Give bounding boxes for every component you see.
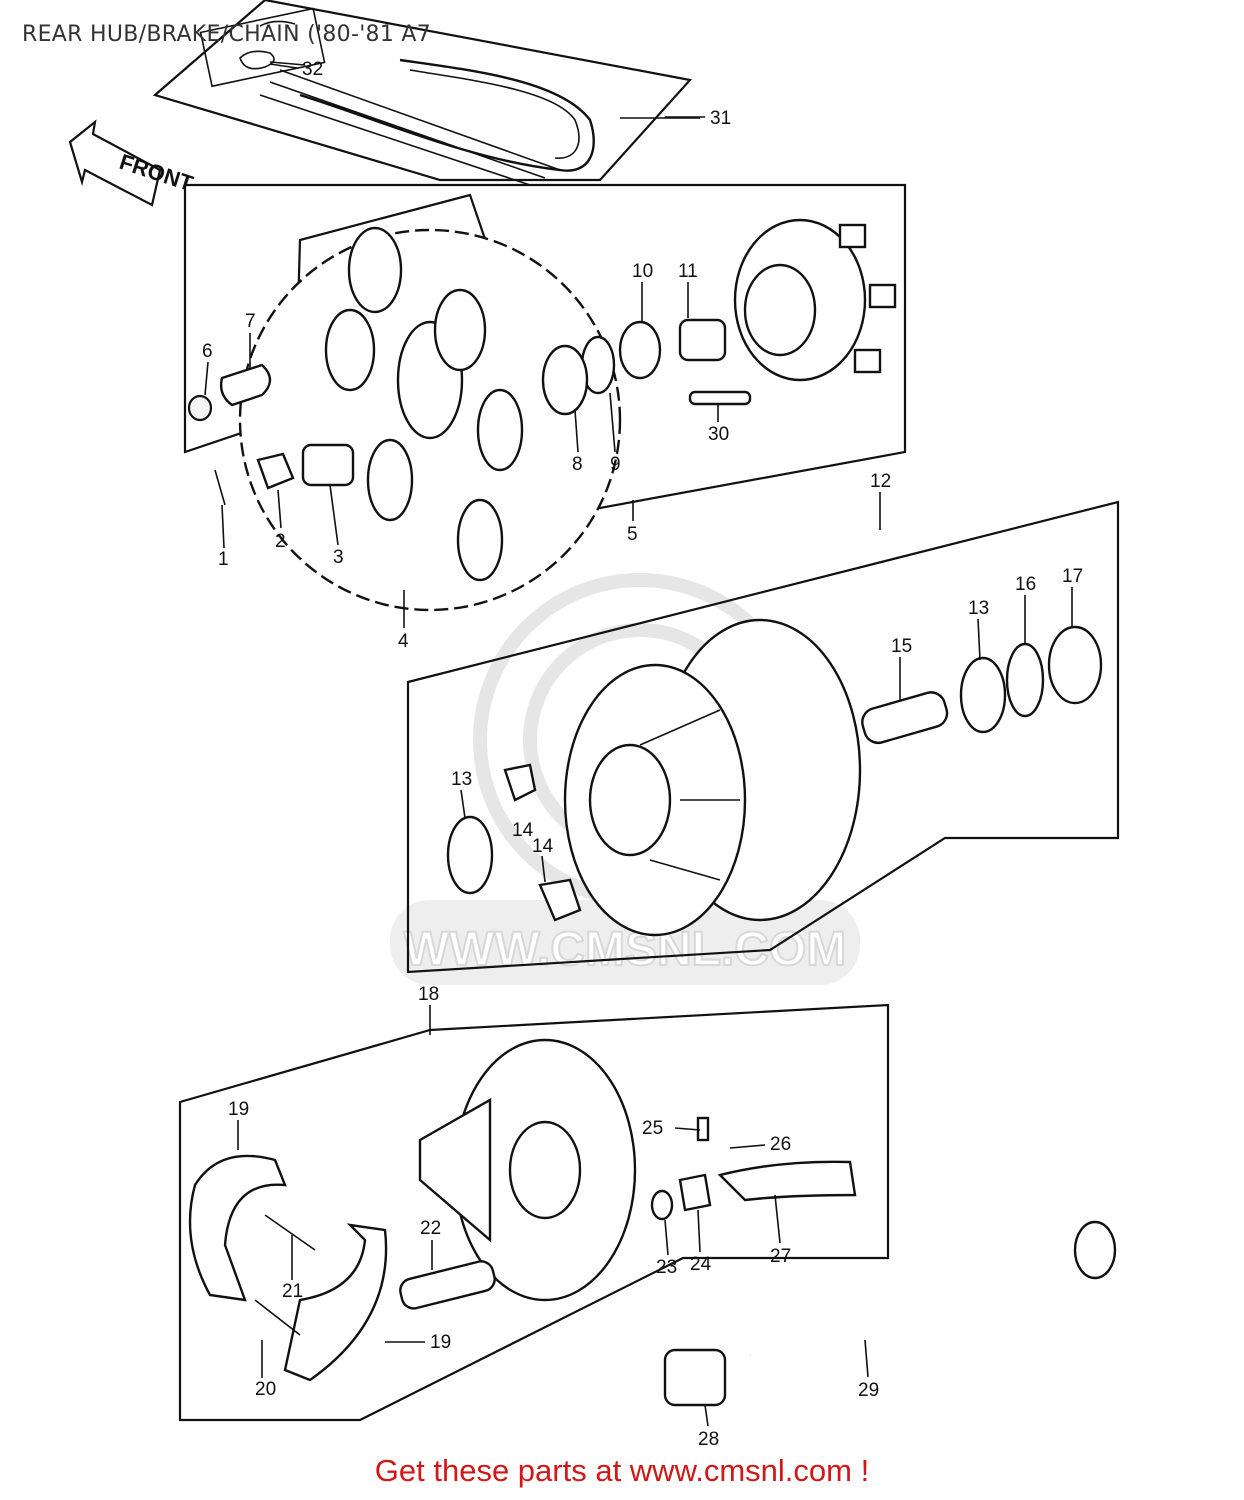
callout-15: 15 [891, 636, 912, 657]
wheel-hub-panel [406, 500, 1120, 974]
callout-24: 24 [690, 1254, 712, 1275]
brake-panel [178, 1003, 890, 1422]
callout-29: 29 [858, 1380, 879, 1401]
callout-18: 18 [418, 984, 439, 1005]
callout-9: 9 [610, 454, 621, 475]
callout-19-lower: 19 [430, 1332, 451, 1353]
diagram-title: REAR HUB/BRAKE/CHAIN ('80-'81 A7 [22, 22, 432, 47]
callout-13-left: 13 [451, 769, 472, 790]
callout-23: 23 [656, 1257, 677, 1278]
callout-11: 11 [678, 261, 698, 282]
callout-30: 30 [708, 424, 729, 445]
sprocket-panel [183, 183, 907, 612]
callout-3: 3 [333, 547, 344, 568]
callout-19-upper: 19 [228, 1099, 249, 1120]
callout-20: 20 [255, 1379, 276, 1400]
callout-7: 7 [245, 311, 256, 332]
chain-panel [152, 0, 700, 186]
callout-21-upper: 21 [282, 1281, 303, 1302]
brake-panel-plate [418, 1038, 637, 1302]
callout-14-upper: 14 [512, 820, 534, 841]
callout-1: 1 [218, 549, 229, 570]
leader-lines [204, 63, 1073, 1427]
callout-22: 22 [420, 1218, 441, 1239]
callout-25: 25 [642, 1118, 663, 1139]
wheel-hub [563, 618, 862, 937]
callout-28: 28 [698, 1429, 719, 1450]
sprocket [238, 226, 622, 612]
callout-4: 4 [398, 631, 409, 652]
callout-27: 27 [770, 1246, 791, 1267]
callout-26: 26 [770, 1134, 791, 1155]
callout-labels: 1 2 3 4 5 6 7 8 9 10 11 12 13 13 14 14 1… [202, 59, 1083, 1450]
callout-10: 10 [632, 261, 653, 282]
front-arrow: FRONT [68, 119, 197, 207]
callout-13-right: 13 [968, 598, 989, 619]
axle-and-spacer [663, 1220, 1117, 1407]
callout-8: 8 [572, 454, 583, 475]
callout-6: 6 [202, 341, 213, 362]
callout-14-lower: 14 [532, 836, 554, 857]
hub-flange [733, 218, 897, 382]
callout-5: 5 [627, 524, 638, 545]
callout-12: 12 [870, 471, 891, 492]
callout-32: 32 [302, 59, 323, 80]
callout-2: 2 [275, 531, 286, 552]
footer-link[interactable]: Get these parts at www.cmsnl.com ! [374, 1453, 870, 1488]
callout-17: 17 [1062, 566, 1083, 587]
callout-31: 31 [710, 108, 731, 129]
callout-16: 16 [1015, 574, 1036, 595]
